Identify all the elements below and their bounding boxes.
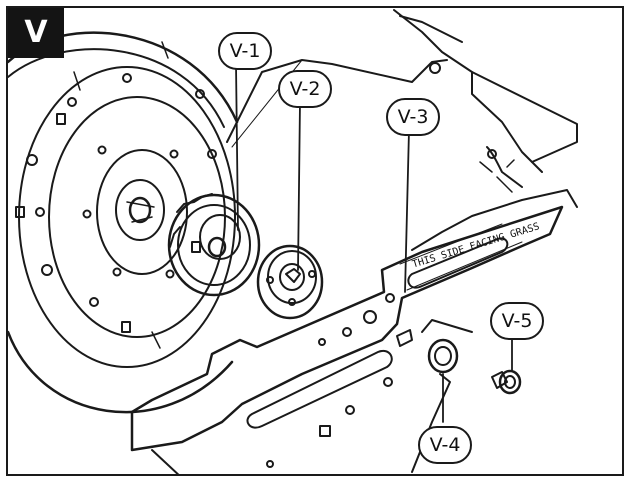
blade-washer [256, 244, 324, 320]
blade-bolt [491, 369, 522, 395]
step-badge: V [8, 8, 64, 58]
mower-blade [130, 189, 578, 474]
deck-housing [226, 9, 578, 193]
callout-v1: V-1 [218, 32, 272, 70]
callout-v2: V-2 [278, 70, 332, 108]
callout-v3: V-3 [386, 98, 440, 136]
callout-v5: V-5 [490, 302, 544, 340]
blade-bushing [427, 338, 459, 374]
assembly-drawing [8, 9, 578, 474]
diagram-frame: V V-1 V-2 V-3 V-4 V-5 THIS SIDE FACING G… [6, 6, 624, 476]
blade-adapter [167, 193, 261, 297]
deck-disc [8, 31, 239, 414]
callout-v4: V-4 [418, 426, 472, 464]
